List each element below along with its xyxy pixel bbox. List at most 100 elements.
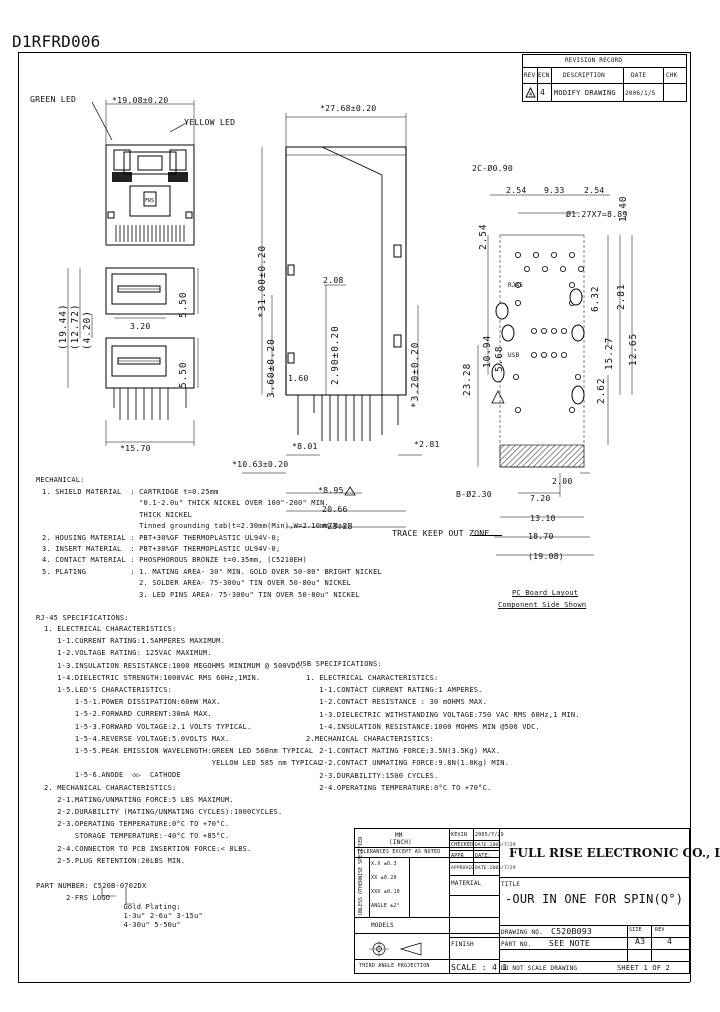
dim-2768: *27.68±0.20	[320, 103, 377, 113]
revision-date: 2006/1/5	[625, 90, 656, 97]
mechanical-line: THICK NICKEL	[42, 510, 193, 519]
dim-1310: 13.10	[530, 513, 556, 523]
dim-1908: (19.08)	[528, 551, 564, 561]
revision-rev: 4	[540, 87, 546, 97]
usb-spec-line: 1-1.CONTACT CURRENT RATING:1 AMPERES.	[306, 686, 483, 695]
frame-left	[18, 52, 19, 982]
part-number-leaders	[101, 888, 132, 905]
rj45-spec-line: STORAGE TEMPERATURE:-40°C TO +85°C.	[44, 832, 230, 841]
dim-1570: *15.70	[120, 443, 151, 453]
dim-720: 7.20	[530, 493, 551, 503]
revision-header: REVISION RECORD	[565, 57, 623, 64]
dim-254-c: 2.54	[478, 223, 489, 250]
usb-spec-line: 2-4.OPERATING TEMPERATURE:0°C TO +70°C.	[306, 783, 492, 792]
chk-col: CHK	[666, 72, 678, 79]
green-led-label: GREEN LED	[30, 94, 77, 104]
drawing-no-label: DRAWING NO.	[501, 929, 543, 936]
drawing-no: C520B093	[551, 926, 593, 936]
tol-row-4: ANGLE ±2°	[371, 903, 400, 909]
part-no-label: PART NO.	[501, 941, 532, 948]
dim-200: 2.00	[552, 476, 573, 486]
usb-spec-line: 2-3.DURABILITY:1500 CYCLES.	[306, 771, 439, 780]
title-label: TITLE	[501, 881, 521, 888]
appr-date: DATE:	[475, 853, 492, 859]
rev-col: REV	[524, 72, 536, 79]
rj45-spec-line: 1-5-1.POWER DISSIPATION:60mW MAX.	[44, 698, 221, 707]
dim-933: 9.33	[544, 185, 565, 195]
drawing-title: -OUR IN ONE FOR SPIN(Q°)	[505, 892, 684, 906]
date-col: DATE	[631, 72, 647, 79]
mechanical-line: 3. LED PINS AREA- 75-300u" TIN OVER 50-8…	[42, 590, 360, 599]
frame-bottom	[18, 982, 690, 983]
company-name: FULL RISE ELECTRONIC CO., LTD	[509, 846, 720, 860]
mechanical-line: "0.1-2.0u" THICK NICKEL OVER 100"-200" M…	[42, 499, 329, 508]
pcb-layout-subtitle: Component Side Shown	[498, 601, 587, 609]
drawn-by: KEVIN	[451, 832, 468, 838]
rj45-spec-line: 2. MECHANICAL CHARACTERISTICS:	[44, 783, 177, 792]
dim-320b: *3.20±0.20	[410, 341, 421, 408]
dim-2328-pcb: 23.28	[462, 362, 473, 396]
dim-1527: 15.27	[604, 336, 615, 370]
rj45-spec-line: 1-1.CURRENT RATING:1.5AMPERES MAXIMUM.	[44, 637, 225, 646]
usb-spec-line: 1-2.CONTACT RESISTANCE : 30 mOHMS MAX.	[306, 698, 487, 707]
dim-1870: 18.70	[528, 531, 554, 541]
dim-1265: 12.65	[628, 332, 639, 366]
rj45-spec-line: 1-5-4.REVERSE VOLTAGE:5.0VOLTS MAX.	[44, 734, 230, 743]
models-label: MODELS	[371, 922, 394, 929]
unless-otherwise: UNLESS OTHERWISE SPECIFIED	[358, 836, 364, 915]
dim-2066: 20.66	[322, 504, 348, 514]
sheet-label: SHEET 1 OF 2	[617, 964, 670, 972]
dim-632: 6.32	[590, 285, 601, 312]
svg-text:4: 4	[529, 92, 532, 98]
third-angle-label: THIRD ANGLE PROJECTION	[359, 963, 430, 969]
rj45-spec-line: 2-4.CONNECTOR TO PCB INSERTION FORCE:< 8…	[44, 844, 252, 853]
ecn-col: ECN	[538, 72, 550, 79]
side-view-drawing	[242, 113, 422, 528]
revision-triangle-icon: 4	[525, 87, 536, 98]
dim-holes: 2C-Ø0.90	[472, 163, 514, 173]
pcb-rj45-label: RJ45	[508, 282, 524, 289]
rj45-spec-line: YELLOW LED 585 nm TYPICAL	[44, 759, 323, 768]
mechanical-line: 5. PLATING : 1. MATING AREA- 30" MIN. GO…	[42, 567, 382, 576]
usb-spec-line: 1. ELECTRICAL CHARACTERISTICS:	[306, 674, 439, 682]
usb-spec-line: 2-1.CONTACT MATING FORCE:3.5N(3.5Kg) MAX…	[306, 747, 501, 756]
checked-date: DATE:2005/7/29	[475, 843, 516, 848]
dim-front-width: *19.08±0.20	[112, 95, 169, 105]
material-label: MATERIAL	[451, 880, 482, 887]
dim-281-pcb: 2.81	[616, 283, 627, 310]
rj45-spec-line: 2-2.DURABILITY (MATING/UNMATING CYCLES):…	[44, 808, 283, 816]
no-scale-note: DO NOT SCALE DRAWING	[501, 965, 578, 972]
finish-label: FINISH	[451, 941, 474, 948]
mechanical-line: 2. SOLDER AREA- 75-300u" TIN OVER 50-80u…	[42, 579, 352, 588]
rj45-spec-line: 2-1.MATING/UNMATING FORCE:5 LBS MAXIMUM.	[44, 795, 234, 804]
document-id: D1RFRD006	[12, 32, 101, 51]
dim-262: 2.62	[596, 377, 607, 404]
revision-description: MODIFY DRAWING	[554, 89, 616, 97]
rj45-spec-line: 1-5-2.FORWARD CURRENT:30mA MAX.	[44, 710, 212, 719]
rj45-spec-line: 1. ELECTRICAL CHARACTERISTICS:	[44, 625, 177, 633]
front-view-drawing: FRS	[67, 100, 199, 446]
rev-value: 4	[667, 936, 673, 946]
dim-3100: *31.00±0.20	[257, 244, 268, 318]
mechanical-line: 3. INSERT MATERIAL : PBT+30%GF THERMOPLA…	[42, 545, 281, 553]
part-number-line2: Gold Plating:	[44, 903, 181, 911]
dim-568: 5.68	[494, 345, 505, 372]
part-number-line1: 2-FRS LOGO	[44, 894, 111, 902]
pcb-usb-label: USB	[508, 352, 520, 359]
approved-date: DATE:2005/7/29	[475, 866, 516, 871]
usb-spec-title: USB SPECIFICATIONS:	[298, 660, 382, 668]
dim-holes-2: B-Ø2.30	[456, 489, 492, 499]
mechanical-line: 1. SHIELD MATERIAL : CARTRIDGE t=0.25mm	[42, 488, 219, 496]
checked-label: CHECKED	[451, 842, 474, 848]
dim-360: 3.60±0.20	[266, 338, 277, 398]
mechanical-title: MECHANICAL:	[36, 476, 85, 484]
revision-table: REVISION RECORD REV ECN DESCRIPTION DATE…	[522, 54, 687, 102]
usb-spec-line: 1-3.DIELECTRIC WITHSTANDING VOLTAGE:750 …	[306, 710, 580, 719]
tol-row-2: XX ±0.20	[371, 875, 397, 881]
usb-spec-line: 2-2.CONTACT UNMATING FORCE:9.8N(1.0Kg) M…	[306, 759, 510, 768]
size-label: SIZE	[629, 927, 642, 933]
approved-label: APPROVED	[451, 866, 475, 871]
usb-spec-line: 2.MECHANICAL CHARACTERISTICS:	[306, 735, 435, 743]
part-number-line4: 4-30u" 5-50u"	[44, 921, 181, 929]
mechanical-line: Tinned grounding tab(t=2.30mm(Min),W=2.1…	[42, 522, 352, 531]
